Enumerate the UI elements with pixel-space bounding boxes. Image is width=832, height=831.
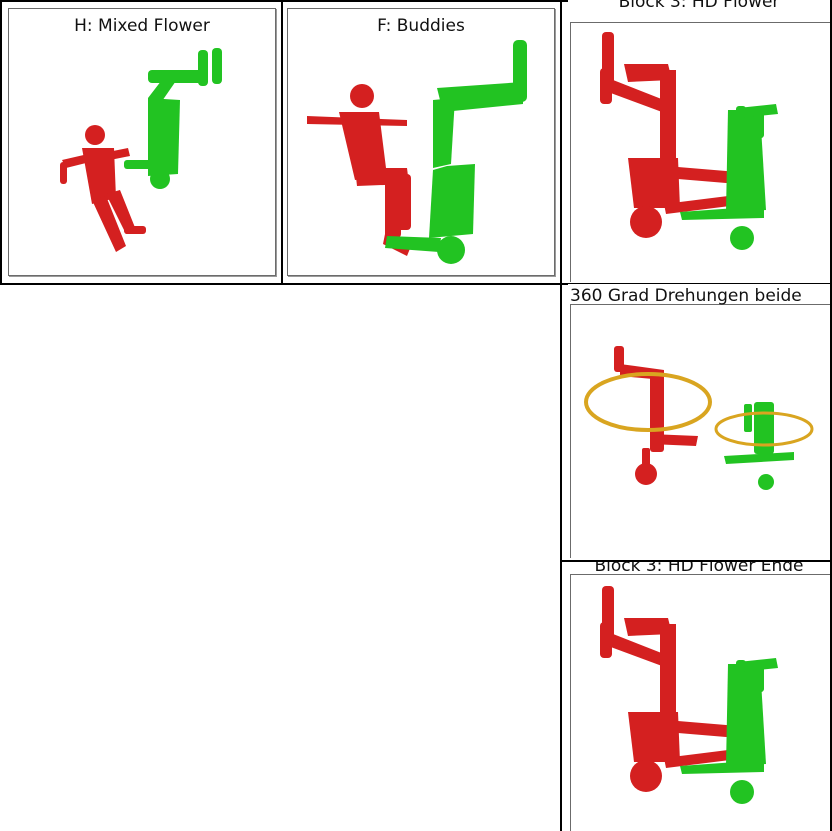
panel-mixed-flower: H: Mixed Flower [8,8,276,278]
grid-line-col2 [560,0,562,831]
panel-hd-flower-end: Block 3: HD Flower Ende [568,562,830,831]
red-figure [600,32,738,238]
figures-illustration [568,0,830,282]
grid-line-left [0,0,2,284]
panel-rotations: 360 Grad Drehungen beide [568,284,830,558]
red-figure [307,84,411,256]
panel-buddies: F: Buddies [287,8,555,278]
grid-line-col1 [281,0,283,284]
figures-illustration [568,284,830,558]
red-figure [60,125,146,252]
red-rotation-ring [586,374,710,430]
figures-illustration [287,8,555,276]
green-figure [385,40,527,264]
green-figure [124,48,222,189]
panel-hd-flower: Block 3: HD Flower [568,0,830,282]
red-figure [600,586,738,792]
red-figure [614,346,698,485]
figures-illustration [8,8,276,276]
figures-illustration [568,562,830,831]
